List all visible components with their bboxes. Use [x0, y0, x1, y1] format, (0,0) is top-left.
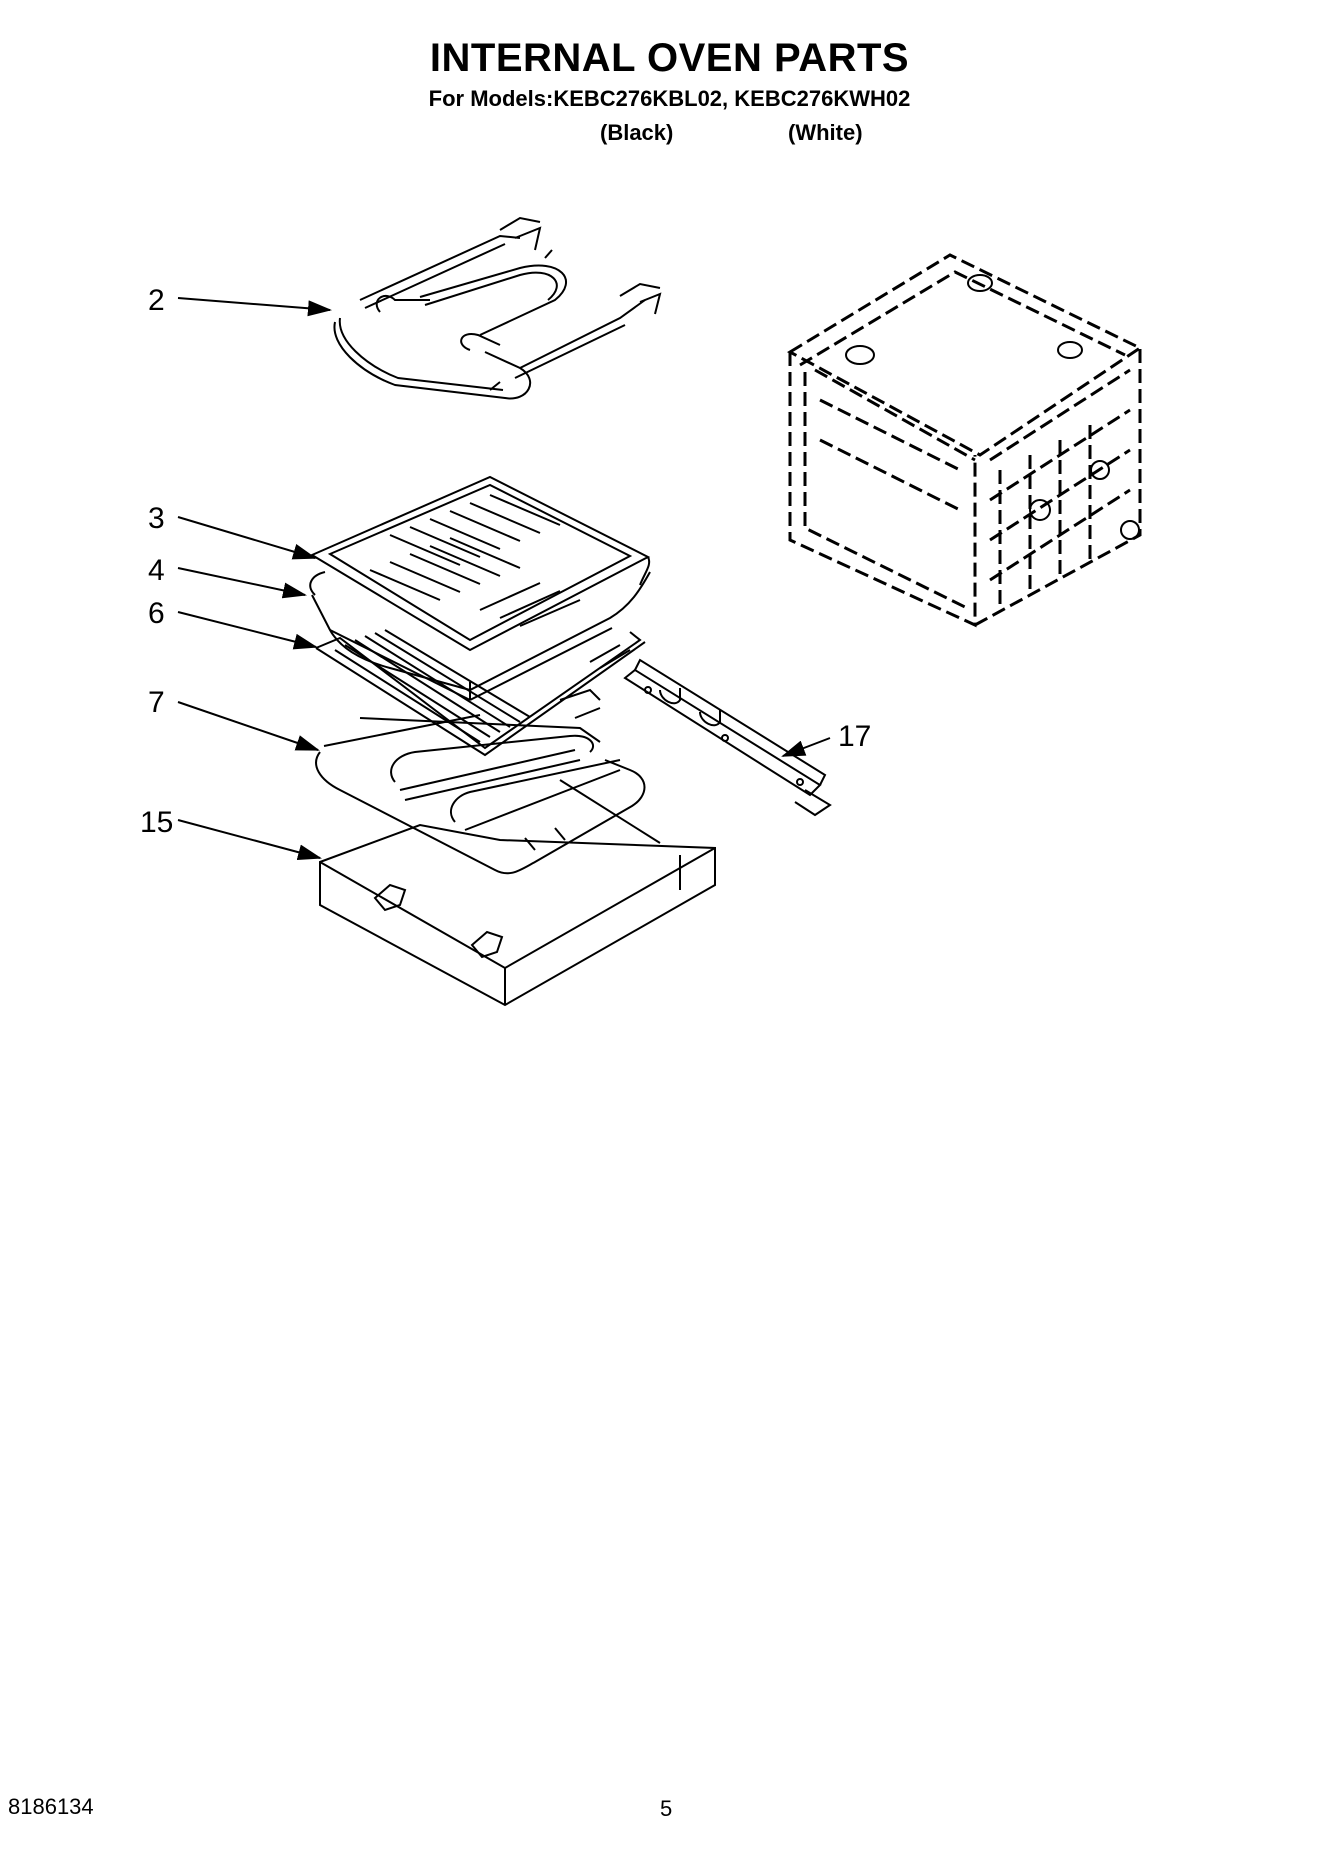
- callout-6: 6: [148, 597, 165, 630]
- oven-cavity-details: [845, 274, 1140, 540]
- page-number: 5: [660, 1796, 673, 1821]
- callout-2: 2: [148, 284, 165, 317]
- callout-7: 7: [148, 686, 165, 719]
- broiler-pan: [309, 556, 651, 701]
- callout-4: 4: [148, 554, 165, 587]
- callout-15: 15: [140, 806, 173, 839]
- callout-labels: 2 3 4 6 7 15 17: [140, 284, 871, 839]
- broil-element: [333, 216, 662, 400]
- page-title: INTERNAL OVEN PARTS: [429, 36, 910, 80]
- callout-17: 17: [838, 720, 871, 753]
- callout-leaders: [177, 297, 831, 861]
- variant-black-label: (Black): [600, 120, 674, 145]
- callout-3: 3: [148, 502, 165, 535]
- variant-white-label: (White): [788, 120, 863, 145]
- oven-cavity: [786, 253, 1143, 628]
- rack-support: [623, 658, 832, 817]
- document-number: 8186134: [8, 1794, 94, 1819]
- models-line: For Models:KEBC276KBL02, KEBC276KWH02: [428, 86, 911, 111]
- oven-rack: [315, 629, 646, 757]
- bake-element-cover: [319, 779, 716, 1007]
